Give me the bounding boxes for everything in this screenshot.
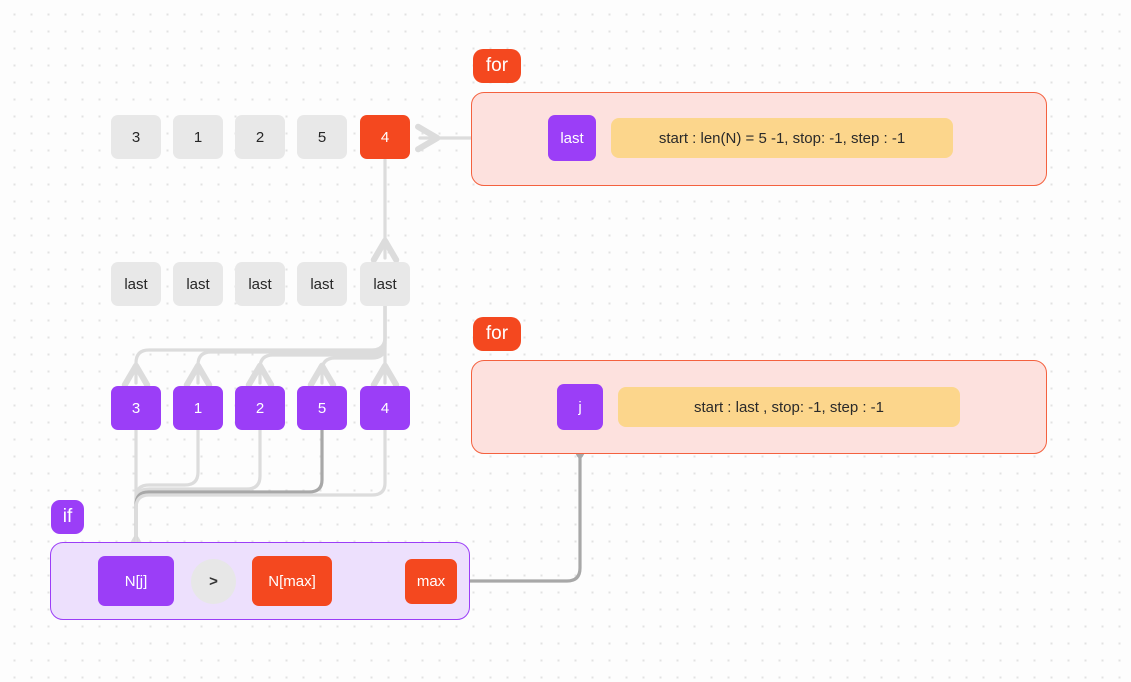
j-cell-3[interactable]: 5 xyxy=(297,386,347,430)
array-cell-4[interactable]: 4 xyxy=(360,115,410,159)
last-cell-2[interactable]: last xyxy=(235,262,285,306)
last-cell-1[interactable]: last xyxy=(173,262,223,306)
array-cell-0[interactable]: 3 xyxy=(111,115,161,159)
outer-for-badge[interactable]: for xyxy=(473,49,521,83)
outer-for-variable[interactable]: last xyxy=(548,115,596,161)
if-badge[interactable]: if xyxy=(51,500,84,534)
comparison-operator: > xyxy=(191,559,236,604)
last-cell-3[interactable]: last xyxy=(297,262,347,306)
arrow-j-cells-to-nj xyxy=(121,428,387,561)
arrow-last-fanout xyxy=(121,304,400,388)
inner-for-variable[interactable]: j xyxy=(557,384,603,430)
array-cell-3[interactable]: 5 xyxy=(297,115,347,159)
j-cell-1[interactable]: 1 xyxy=(173,386,223,430)
j-cell-4[interactable]: 4 xyxy=(360,386,410,430)
outer-for-range[interactable]: start : len(N) = 5 -1, stop: -1, step : … xyxy=(611,118,953,158)
if-left-operand[interactable]: N[j] xyxy=(98,556,174,606)
last-cell-4[interactable]: last xyxy=(360,262,410,306)
inner-for-badge[interactable]: for xyxy=(473,317,521,351)
last-cell-0[interactable]: last xyxy=(111,262,161,306)
j-cell-2[interactable]: 2 xyxy=(235,386,285,430)
array-cell-1[interactable]: 1 xyxy=(173,115,223,159)
array-cell-2[interactable]: 2 xyxy=(235,115,285,159)
inner-for-range[interactable]: start : last , stop: -1, step : -1 xyxy=(618,387,960,427)
if-right-operand[interactable]: N[max] xyxy=(252,556,332,606)
max-variable[interactable]: max xyxy=(405,559,457,604)
j-cell-0[interactable]: 3 xyxy=(111,386,161,430)
arrow-max-to-j xyxy=(441,433,595,596)
